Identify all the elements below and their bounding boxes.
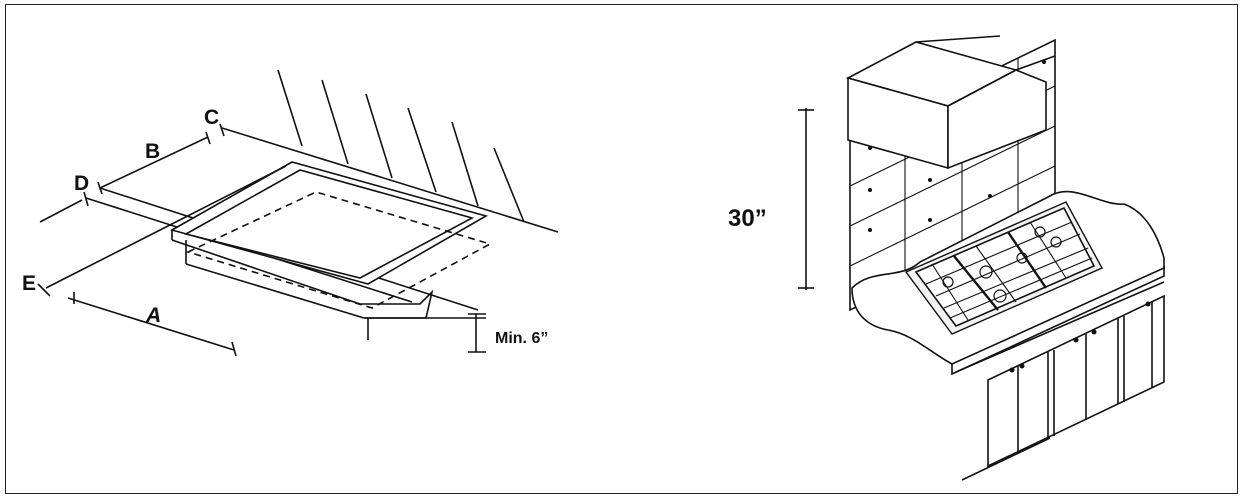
label-b: B: [145, 140, 160, 163]
label-c: C: [204, 106, 219, 129]
cooktop-outline-dashed: [185, 191, 493, 309]
label-a: A: [145, 304, 161, 327]
counter-back-edge: [99, 136, 209, 189]
height-dimension: [798, 108, 814, 290]
label-d: D: [74, 172, 89, 195]
wall-base-line: [221, 127, 559, 233]
cooktop: [904, 201, 1103, 335]
dimension-marks: [37, 123, 237, 357]
min-height-dimension: [364, 313, 486, 353]
wall-hatching: [277, 69, 525, 223]
label-e: E: [22, 272, 36, 295]
label-height: 30”: [728, 205, 767, 232]
range-hood: [845, 35, 1056, 170]
hood-clearance-diagram: 30”: [728, 35, 1165, 481]
counter-cutout: [169, 161, 489, 340]
base-cabinets: [961, 294, 1165, 481]
cutout-diagram: C B D E A Min. 6”: [22, 69, 559, 357]
label-min-height: Min. 6”: [495, 330, 548, 347]
